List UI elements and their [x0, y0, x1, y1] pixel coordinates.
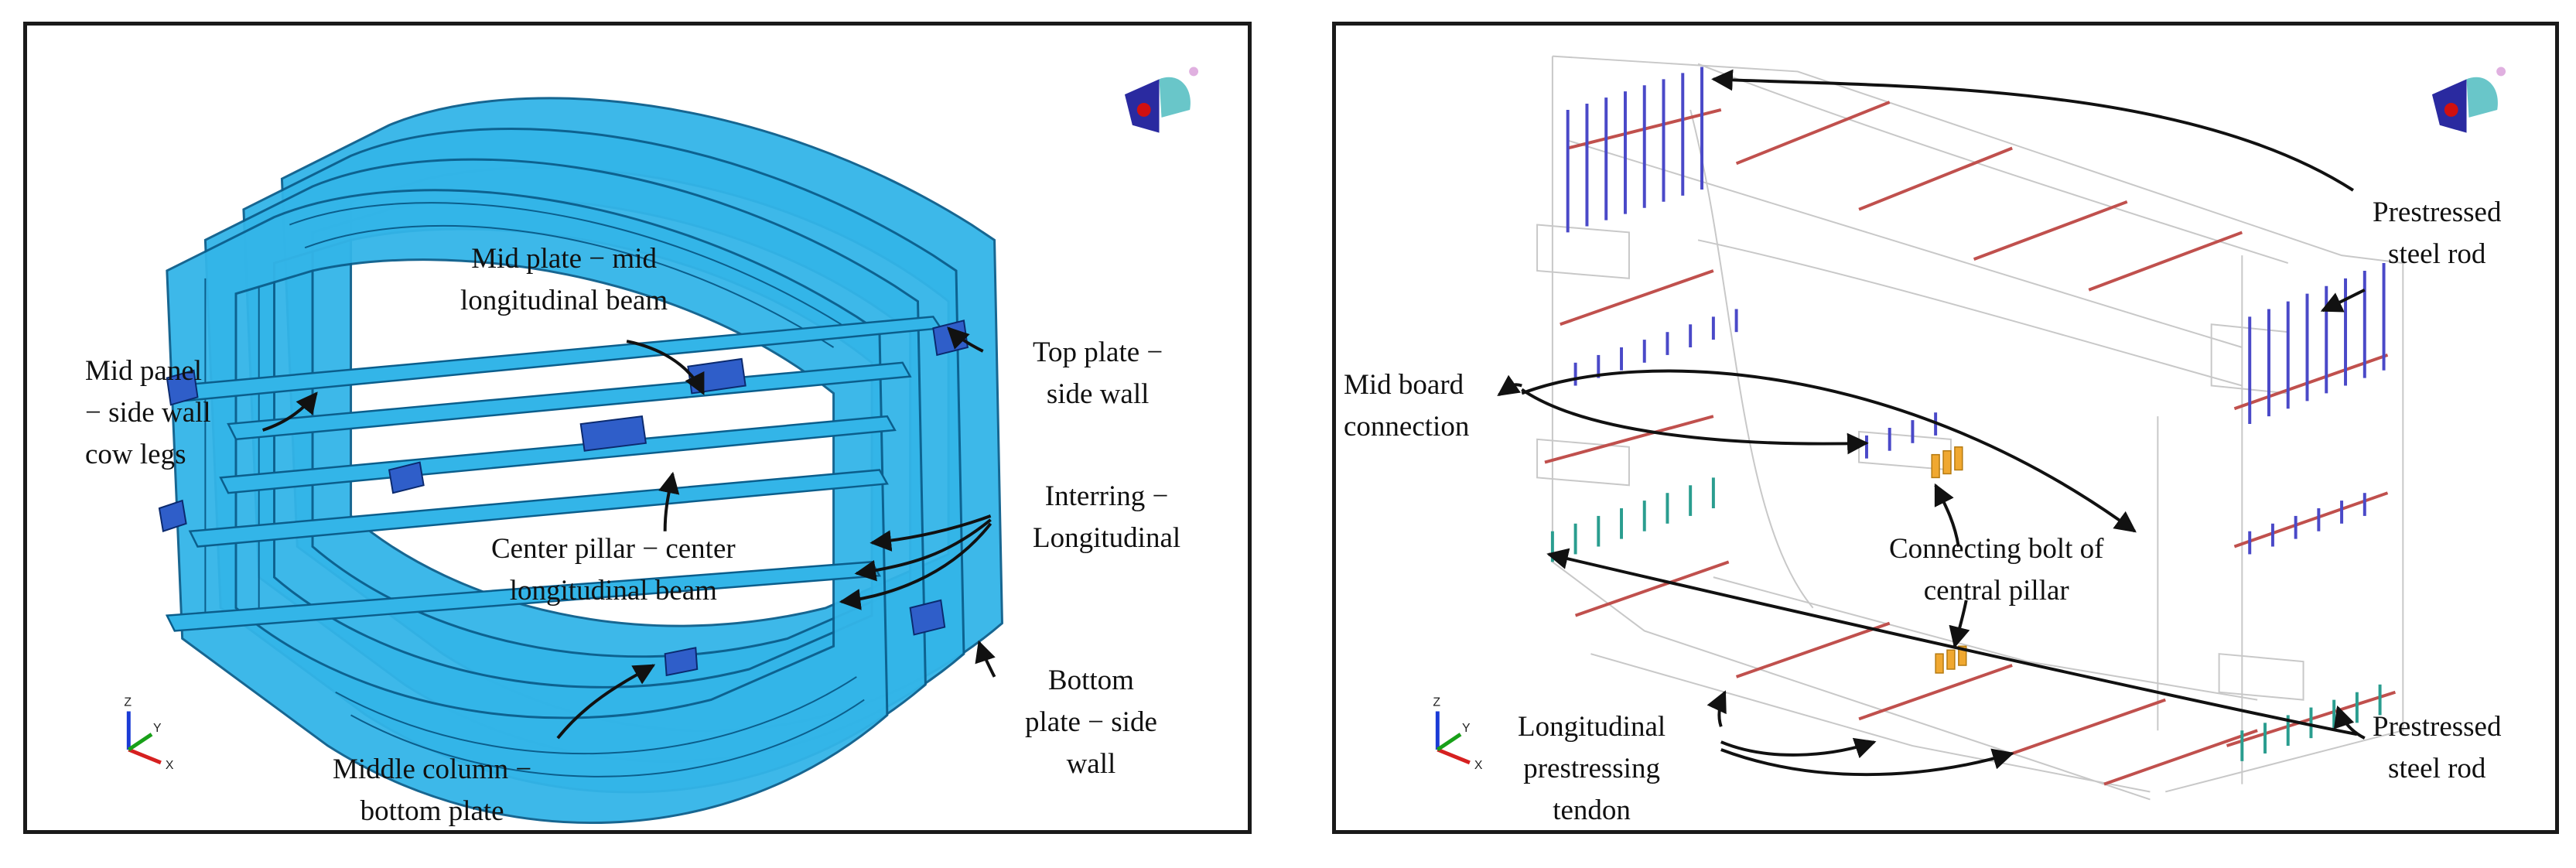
left-leader-arrows: [262, 326, 996, 740]
longitudinal-tendons: [1544, 101, 2397, 786]
axis-x-label: X: [166, 759, 174, 772]
axis-y-label: Y: [153, 722, 162, 735]
view-orientation-icon: [2431, 67, 2506, 133]
axis-z-label: Z: [124, 696, 132, 709]
prestressed-rods-blue: [1566, 67, 2386, 555]
coordinate-triad-icon: Z Y X: [1433, 696, 1482, 772]
axis-x-label: X: [1474, 759, 1483, 772]
tunnel-ring-frames: [158, 97, 1003, 824]
ghost-tunnel-outline: [1536, 55, 2404, 801]
axis-y-label: Y: [1462, 722, 1471, 735]
label-interring: Interring −Longitudinal: [1033, 480, 1181, 554]
label-middle-column: Middle column −bottom plate: [333, 754, 532, 827]
frame-model-illustration: Z Y X: [124, 67, 1199, 824]
view-orientation-icon: [1124, 67, 1199, 133]
right-leader-arrows: [1497, 69, 2366, 777]
reinforcement-model-illustration: Z Y X: [1433, 55, 2506, 801]
coordinate-triad-icon: Z Y X: [124, 696, 173, 772]
prestressed-rods-teal: [1550, 477, 2382, 761]
axis-z-label: Z: [1433, 696, 1440, 709]
label-top-plate: Top plate −side wall: [1033, 337, 1163, 410]
central-pillar-bolts: [1931, 446, 1967, 674]
